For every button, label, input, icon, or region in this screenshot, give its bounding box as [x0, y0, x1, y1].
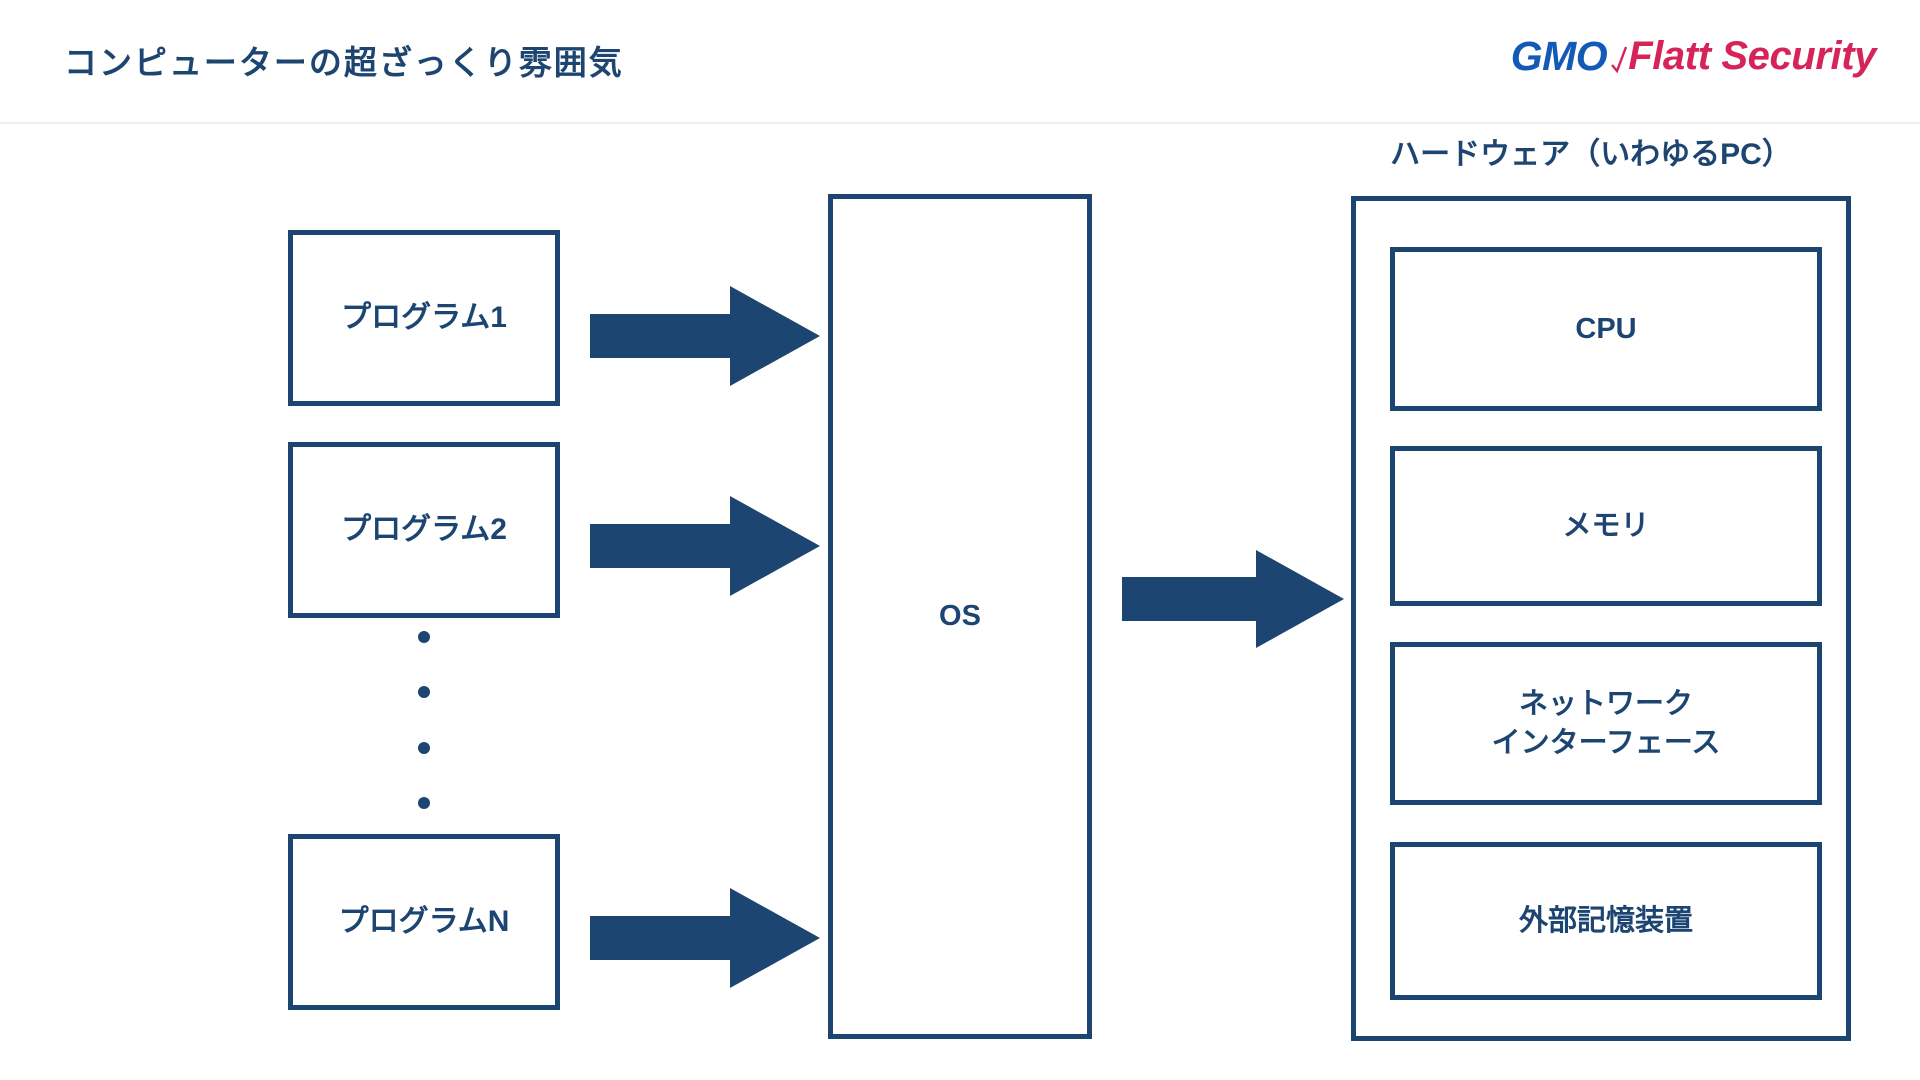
arrow-programN-to-os: [590, 888, 820, 988]
network-interface-line-1: ネットワーク: [1518, 688, 1693, 721]
ellipsis-dot: [418, 741, 430, 754]
hardware-component-cpu: CPU: [1390, 247, 1822, 411]
hardware-container: CPU メモリ ネットワーク インターフェース 外部記憶装置: [1351, 196, 1851, 1041]
ellipsis-dot: [418, 631, 430, 643]
os-box: OS: [828, 194, 1092, 1039]
hardware-component-external-storage: 外部記憶装置: [1390, 842, 1822, 1000]
flatt-security-wordmark: Flatt Security: [1628, 34, 1876, 78]
program-box-n: プログラムN: [288, 834, 560, 1010]
gmo-swoosh-icon: [1611, 45, 1628, 75]
program-ellipsis: [288, 625, 560, 815]
page-title: コンピューターの超ざっくり雰囲気: [64, 44, 624, 81]
arrow-os-to-hardware: [1122, 550, 1344, 648]
hardware-group-label: ハードウェア（いわゆるPC）: [1390, 138, 1792, 171]
program-box-1: プログラム1: [288, 230, 560, 406]
header-bar: コンピューターの超ざっくり雰囲気 GMO Flatt Security: [0, 0, 1920, 124]
arrow-program1-to-os: [590, 286, 820, 386]
brand-logo: GMO Flatt Security: [1510, 32, 1877, 80]
ellipsis-dot: [418, 686, 430, 699]
gmo-wordmark: GMO: [1510, 32, 1608, 79]
ellipsis-dot: [418, 796, 430, 809]
program-box-2: プログラム2: [288, 442, 560, 618]
hardware-component-network-interface: ネットワーク インターフェース: [1390, 642, 1822, 805]
hardware-component-memory: メモリ: [1390, 446, 1822, 606]
arrow-program2-to-os: [590, 496, 820, 596]
network-interface-line-2: インターフェース: [1491, 726, 1721, 759]
